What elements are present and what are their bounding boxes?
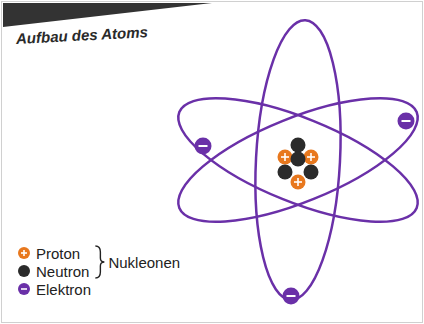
legend-text: Elektron (36, 281, 91, 298)
neutron (278, 165, 293, 180)
neutron (291, 152, 306, 167)
title-wedge (3, 3, 212, 27)
proton (278, 150, 293, 165)
legend-text: Neutron (36, 263, 89, 280)
proton (291, 175, 306, 190)
brace (95, 246, 104, 278)
legend-swatch (18, 265, 30, 277)
plus-signs (281, 153, 315, 186)
proton (304, 150, 319, 165)
legend-entry: Elektron (17, 280, 91, 298)
orbit (164, 73, 424, 247)
electron (283, 288, 300, 305)
legend-swatch-box (17, 246, 31, 260)
legend-entry: Neutron (17, 262, 89, 280)
orbit (249, 18, 348, 302)
legend-swatch-box (17, 282, 31, 296)
title: Aufbau des Atoms (16, 23, 149, 47)
electron (195, 138, 212, 155)
group-label: Nukleonen (108, 254, 180, 271)
neutron (304, 165, 319, 180)
legend-swatch (18, 247, 30, 259)
legend-entry: Proton (17, 244, 80, 262)
nucleus (278, 138, 319, 190)
legend-text: Proton (36, 245, 80, 262)
orbits (164, 18, 424, 302)
neutron (291, 138, 306, 153)
electrons (195, 113, 415, 305)
orbit (164, 73, 424, 247)
legend-swatch-box (17, 264, 31, 278)
electron (398, 113, 415, 130)
legend-swatch (18, 283, 30, 295)
